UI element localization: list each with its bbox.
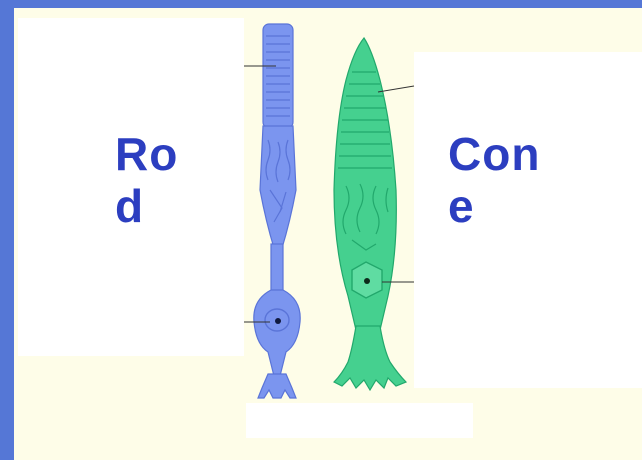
rod-inner-segment bbox=[260, 126, 296, 248]
rod-synaptic-terminal bbox=[258, 374, 296, 398]
cone-label-line2: e bbox=[448, 180, 568, 232]
rod-label: Ro d bbox=[115, 128, 205, 232]
rod-label-line1: Ro bbox=[115, 128, 205, 180]
cone-label: Con e bbox=[448, 128, 568, 232]
cone-pointer-upper bbox=[378, 86, 414, 92]
rod-label-line2: d bbox=[115, 180, 205, 232]
rod-cell-body bbox=[254, 290, 300, 376]
cone-label-line1: Con bbox=[448, 128, 568, 180]
rod-fiber bbox=[271, 244, 283, 294]
rod-nucleolus bbox=[275, 318, 281, 324]
cone-cell bbox=[334, 38, 414, 390]
cone-synaptic-pedicle bbox=[334, 326, 406, 390]
rod-cell bbox=[244, 24, 300, 398]
cone-nucleolus bbox=[364, 278, 370, 284]
